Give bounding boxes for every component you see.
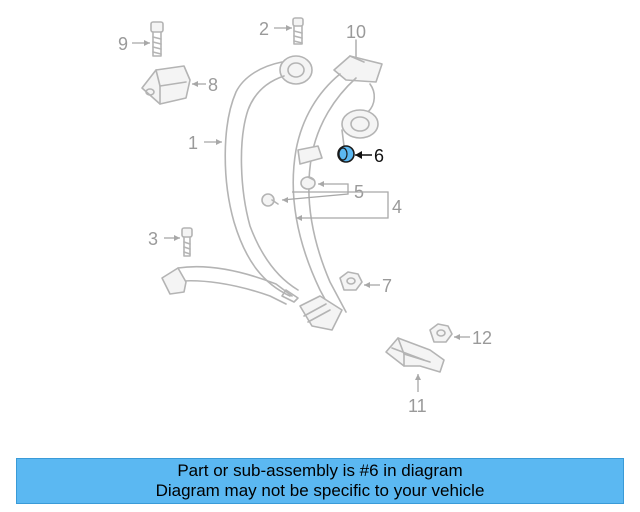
banner-line-2: Diagram may not be specific to your vehi… <box>155 481 485 500</box>
part-11-bracket <box>385 337 445 373</box>
callout-6: 6 <box>374 146 384 166</box>
part-9-bolt <box>150 21 164 57</box>
leader-5 <box>281 183 349 201</box>
callout-11: 11 <box>408 396 427 416</box>
banner-line-1: Part or sub-assembly is #6 in diagram <box>177 461 463 480</box>
part-1-seat-belt <box>161 55 313 305</box>
part-10-upper-guide <box>333 39 383 83</box>
part-7-nut <box>339 271 363 291</box>
part-5-clips <box>261 176 316 207</box>
part-3-bolt <box>181 227 193 257</box>
part-2-bolt <box>292 17 304 45</box>
callout-3: 3 <box>148 229 158 249</box>
callout-10: 10 <box>346 22 366 42</box>
part-8-bracket <box>141 65 191 105</box>
callout-9: 9 <box>118 34 128 54</box>
part-4-belt-assembly <box>292 73 379 331</box>
info-banner: Part or sub-assembly is #6 in diagram Di… <box>16 458 624 504</box>
callout-4: 4 <box>392 197 402 217</box>
parts-diagram: 9 8 2 1 10 <box>118 17 492 416</box>
part-6-highlighted <box>337 145 355 163</box>
callout-1: 1 <box>188 133 198 153</box>
callout-2: 2 <box>259 19 269 39</box>
callout-8: 8 <box>208 75 218 95</box>
leader-4 <box>292 191 389 219</box>
callout-12: 12 <box>472 328 492 348</box>
part-12-nut <box>429 323 453 343</box>
callout-7: 7 <box>382 276 392 296</box>
